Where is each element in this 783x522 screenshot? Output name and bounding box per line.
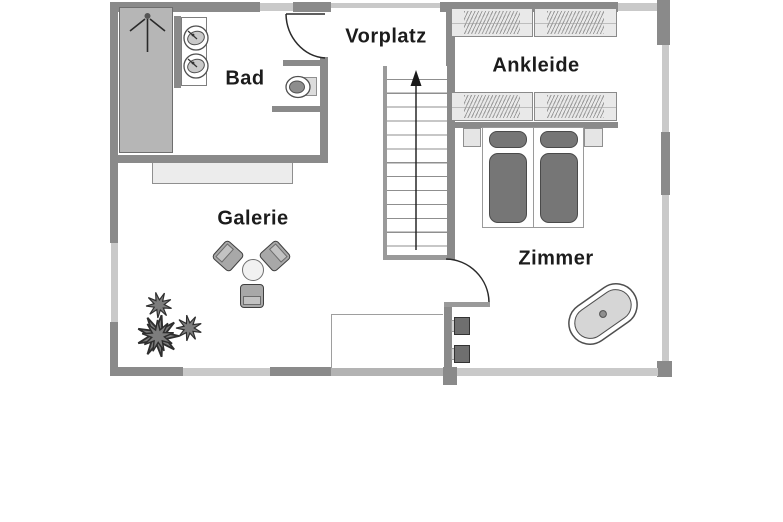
wall-zimmer-left — [444, 302, 452, 382]
sideboard — [152, 162, 293, 184]
window-segment — [183, 368, 270, 376]
staircase — [383, 66, 447, 260]
pillow — [540, 131, 578, 148]
wall-corner — [657, 361, 672, 377]
chair — [240, 284, 264, 308]
pillow — [489, 131, 527, 148]
wall-segment — [110, 2, 260, 12]
wall-shower-divider — [174, 16, 181, 88]
room-label-vorplatz: Vorplatz — [345, 25, 427, 48]
wall-segment — [110, 322, 118, 376]
round-table — [242, 259, 264, 281]
room-label-bad: Bad — [225, 67, 265, 90]
window-segment — [260, 3, 293, 11]
bad-door — [285, 13, 326, 59]
window-segment — [662, 45, 669, 132]
wall-segment — [661, 132, 670, 195]
chair — [211, 239, 245, 273]
nightstand — [584, 128, 603, 147]
shower — [119, 7, 173, 153]
window-segment — [662, 195, 669, 362]
room-label-ankleide: Ankleide — [492, 54, 580, 77]
washbasin-counter — [181, 17, 207, 86]
wardrobe — [451, 92, 533, 121]
stool — [454, 317, 470, 335]
window-segment — [457, 368, 658, 376]
wardrobe — [534, 8, 617, 37]
room-label-galerie: Galerie — [217, 207, 289, 230]
wall-corner — [657, 0, 670, 45]
potted-plant-icon — [136, 288, 207, 359]
stool — [454, 345, 470, 363]
wall-bad-bottom — [110, 155, 328, 163]
window-segment — [111, 243, 118, 322]
zimmer-door — [445, 258, 490, 303]
wall-ankleide-bottom — [446, 122, 618, 128]
mattress — [489, 153, 527, 223]
window-segment — [618, 3, 659, 11]
wall-segment — [270, 367, 331, 376]
mattress — [540, 153, 578, 223]
wall-toilet-niche — [283, 60, 328, 66]
room-label-zimmer: Zimmer — [518, 247, 594, 270]
wardrobe — [451, 8, 533, 37]
window-segment — [331, 3, 440, 8]
toilet-cistern — [304, 77, 317, 96]
wardrobe — [534, 92, 617, 121]
wall-segment — [331, 368, 443, 376]
wall-vorplatz-right — [446, 3, 455, 260]
stair-landing-opening — [331, 314, 443, 368]
wall-segment — [110, 2, 118, 243]
freestanding-bathtub-icon — [568, 283, 638, 345]
wall-segment — [110, 367, 183, 376]
wall-toilet-niche — [272, 106, 328, 112]
wall-segment — [293, 2, 331, 12]
nightstand — [463, 128, 481, 147]
wall-segment — [440, 2, 618, 12]
zimmer-door-leaf — [444, 302, 490, 307]
